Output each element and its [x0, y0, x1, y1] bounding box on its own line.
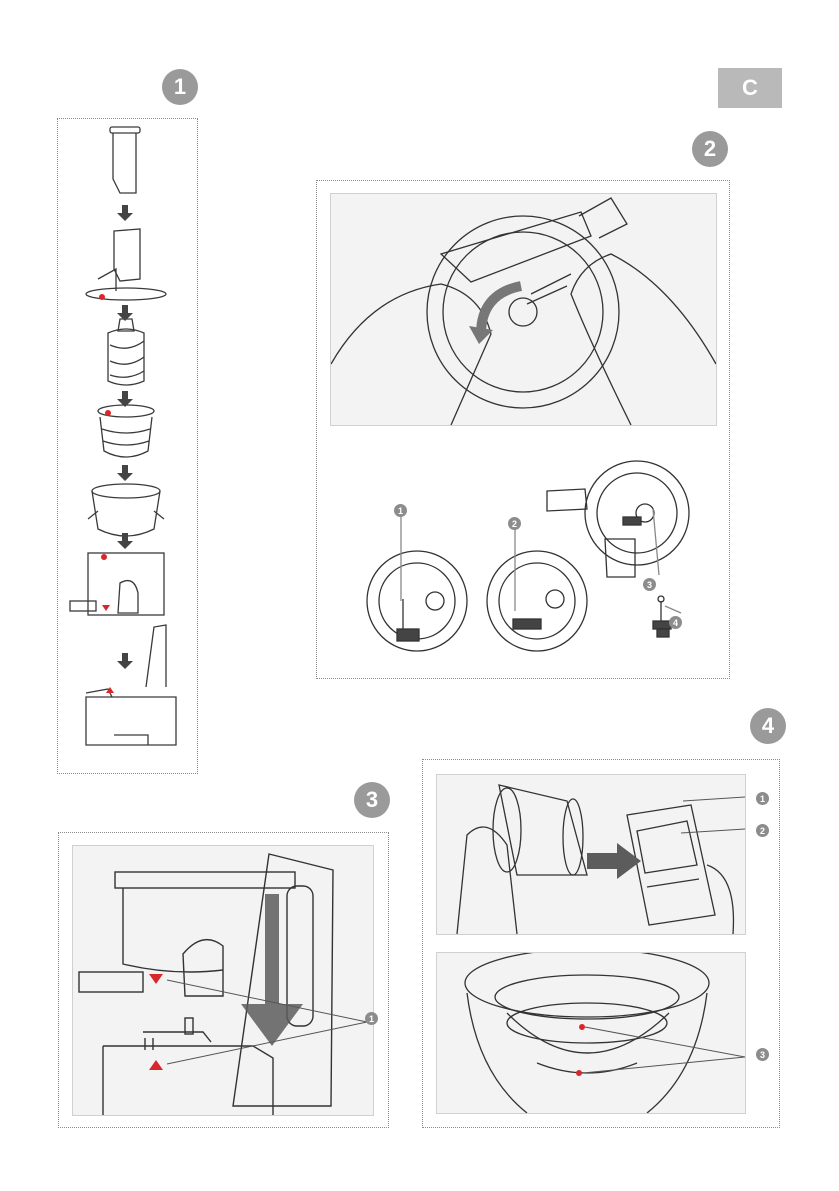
step-4-callout-1: 1 — [756, 792, 769, 805]
juice-outlet-icon — [79, 972, 143, 992]
red-dot-marker — [579, 1024, 585, 1030]
brush-insert-icon — [637, 821, 697, 873]
left-hand-icon — [457, 827, 517, 934]
step-2-callout-1: 1 — [394, 504, 407, 517]
align-marks-illustration — [437, 953, 745, 1113]
red-triangle-marker — [149, 1060, 163, 1070]
red-dot-marker — [576, 1070, 582, 1076]
remove-auger-illustration — [331, 194, 716, 425]
lid-3-icon — [585, 461, 689, 565]
arrow-down-icon — [117, 205, 133, 221]
step-2-photo — [330, 193, 717, 426]
lid-3-chute-icon — [605, 539, 635, 577]
left-hand-icon — [331, 284, 491, 425]
callout-leader-line — [681, 829, 745, 833]
insert-arrow-icon — [587, 843, 641, 879]
lid-icon — [86, 288, 166, 300]
motor-base-icon — [103, 1046, 273, 1115]
arrow-down-icon — [117, 465, 133, 481]
step-4-photo-bottom — [436, 952, 746, 1114]
bowl-outer-icon — [427, 216, 619, 408]
step-2-callout-2: 2 — [508, 517, 521, 530]
motor-base-icon — [86, 697, 176, 745]
bowl-icon — [88, 553, 164, 615]
step-3-photo — [72, 845, 374, 1116]
step-2-callout-4: 4 — [669, 616, 682, 629]
callout-leader-line — [583, 1057, 745, 1073]
bowl-body-icon — [123, 888, 223, 972]
base-tower-icon — [233, 854, 333, 1106]
section-tab-label: C — [742, 75, 758, 101]
red-triangle-marker — [102, 605, 110, 611]
pusher-icon — [113, 133, 136, 193]
spout-icon — [441, 212, 591, 282]
step-1-number: 1 — [174, 74, 186, 100]
pusher-cap-icon — [110, 127, 140, 133]
step-2-badge: 2 — [692, 131, 728, 167]
step-2-number: 2 — [704, 136, 716, 162]
rotate-arrow-icon — [481, 286, 521, 334]
step-3-number: 3 — [366, 787, 378, 813]
red-dot-marker — [101, 554, 107, 560]
callout-leader-line — [683, 797, 745, 801]
insert-arrow-icon — [241, 894, 303, 1046]
arrow-down-icon — [117, 653, 133, 669]
step-4-callout-3: 3 — [756, 1048, 769, 1061]
bowl-rim-icon — [465, 953, 709, 1017]
filter-icon — [100, 417, 152, 457]
step-4-badge: 4 — [750, 708, 786, 744]
step-1-panel — [57, 118, 198, 774]
lid-lock-diagram — [347, 451, 717, 666]
bowl-top-icon — [115, 872, 295, 888]
filter-insert-illustration — [437, 775, 745, 934]
step-4-photo-top — [436, 774, 746, 935]
step-4-number: 4 — [762, 713, 774, 739]
brush-frame-icon — [627, 805, 715, 925]
step-1-badge: 1 — [162, 69, 198, 105]
right-hand-icon — [571, 254, 716, 425]
step-2-callout-3: 3 — [643, 578, 656, 591]
step-3-panel: 1 — [58, 832, 389, 1128]
lid-2-icon — [487, 551, 587, 651]
red-dot-marker — [105, 410, 111, 416]
step-4-callout-2: 2 — [756, 824, 769, 837]
plug-icon — [657, 629, 669, 637]
assembly-sequence-illustration — [58, 119, 197, 773]
section-tab: C — [718, 68, 782, 108]
step-3-callout-1: 1 — [365, 1012, 378, 1025]
mount-bowl-illustration — [73, 846, 373, 1115]
juice-cap-icon — [118, 581, 138, 613]
step-4-panel: 1 2 3 — [422, 759, 780, 1128]
base-handle-icon — [146, 625, 166, 687]
step-2-panel: 1 2 3 4 — [316, 180, 730, 679]
red-triangle-marker — [149, 974, 163, 984]
step-3-badge: 3 — [354, 782, 390, 818]
lid-chute-icon — [114, 229, 140, 281]
red-triangle-marker — [106, 687, 114, 693]
red-dot-marker — [99, 294, 105, 300]
